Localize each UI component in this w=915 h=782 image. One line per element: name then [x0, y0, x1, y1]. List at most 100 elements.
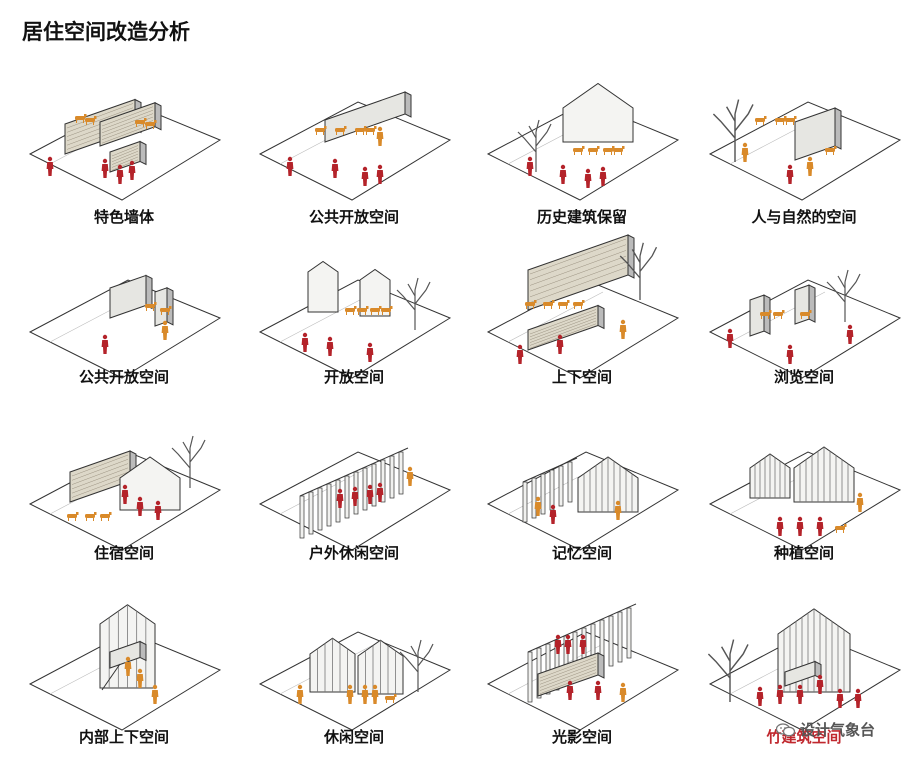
person-figure — [331, 158, 339, 178]
animal-figure — [760, 310, 772, 319]
watermark-text: 设计气象台 — [799, 721, 875, 739]
panel-caption: 住宿空间 — [93, 544, 154, 562]
animal-figure — [773, 310, 785, 319]
animal-figure — [385, 694, 397, 703]
axonometric-drawing — [486, 603, 680, 731]
wall-block — [794, 284, 816, 325]
axonometric-drawing — [708, 446, 902, 551]
panel-caption: 浏览空间 — [773, 368, 834, 386]
house-frame — [793, 446, 855, 503]
panel-plant: 种植空间 — [690, 412, 915, 602]
animal-figure — [365, 126, 377, 135]
axonometric-drawing — [28, 274, 222, 379]
tree-icon — [517, 119, 552, 172]
axonometric-drawing — [486, 82, 680, 201]
person-figure — [534, 496, 542, 516]
wall-block — [784, 660, 822, 687]
wall-block — [527, 304, 605, 351]
panel-caption: 户外休闲空间 — [308, 544, 399, 562]
wall-block — [537, 652, 605, 697]
axonometric-drawing — [708, 99, 902, 201]
animal-figure — [100, 512, 112, 521]
axonometric-drawing — [28, 435, 222, 551]
panel-caption: 内部上下空间 — [78, 728, 169, 746]
axonometric-drawing — [708, 269, 902, 379]
panel-caption: 公共开放空间 — [308, 208, 399, 226]
person-figure — [846, 324, 854, 344]
animal-figure — [835, 524, 847, 533]
panel-caption: 历史建筑保留 — [536, 208, 627, 226]
person-figure — [371, 684, 379, 704]
person-figure — [796, 684, 804, 704]
animal-figure — [135, 118, 147, 127]
animal-figure — [785, 116, 797, 125]
person-figure — [136, 668, 144, 688]
person-figure — [116, 164, 124, 184]
animal-figure — [85, 512, 97, 521]
person-figure — [128, 160, 136, 180]
panel-stone-house: 住宿空间 — [10, 412, 238, 602]
animal-figure — [145, 302, 157, 311]
wall-block — [99, 101, 162, 147]
panel-caption: 休闲空间 — [323, 728, 384, 746]
tree-icon — [171, 435, 206, 488]
axonometric-drawing — [28, 604, 222, 731]
animal-figure — [588, 146, 600, 155]
tree-icon — [712, 99, 754, 162]
animal-figure — [67, 512, 79, 521]
tree-icon — [619, 242, 658, 300]
axonometric-drawing — [486, 451, 680, 551]
person-figure — [594, 680, 602, 700]
animal-figure — [335, 126, 347, 135]
person-figure — [776, 516, 784, 536]
animal-figure — [357, 306, 369, 315]
person-figure — [796, 516, 804, 536]
tree-icon — [707, 639, 749, 702]
panel-light: 光影空间 — [468, 592, 696, 782]
person-figure — [856, 492, 864, 512]
person-figure — [151, 684, 159, 704]
animal-figure — [355, 126, 367, 135]
page-title: 居住空间改造分析 — [22, 20, 190, 44]
person-figure — [619, 682, 627, 702]
animal-figure — [573, 146, 585, 155]
person-figure — [614, 500, 622, 520]
animal-figure — [381, 306, 393, 315]
wechat-icon — [775, 722, 796, 736]
person-figure — [726, 328, 734, 348]
person-figure — [336, 488, 344, 508]
wall-block — [109, 640, 147, 669]
person-figure — [406, 466, 414, 486]
person-figure — [786, 164, 794, 184]
axonometric-drawing — [486, 234, 680, 379]
house-frame — [307, 260, 339, 313]
person-figure — [286, 156, 294, 176]
panel-open-wall: 公共开放空间 — [240, 62, 468, 252]
panel-browse: 浏览空间 — [690, 240, 915, 430]
person-figure — [136, 496, 144, 516]
animal-figure — [755, 116, 767, 125]
animal-figure — [573, 300, 585, 309]
person-figure — [376, 164, 384, 184]
animal-figure — [345, 306, 357, 315]
panel-caption: 人与自然的空间 — [751, 208, 857, 226]
person-figure — [121, 484, 129, 504]
panel-stone-tree: 上下空间 — [468, 234, 696, 430]
house-frame — [577, 456, 639, 513]
house-frame — [359, 268, 391, 317]
panel-caption: 开放空间 — [323, 368, 384, 386]
person-figure — [376, 126, 384, 146]
panel-walls: 特色墙体 — [10, 62, 238, 252]
panel-caption: 特色墙体 — [93, 208, 154, 226]
animal-figure — [145, 120, 157, 129]
animal-figure — [160, 306, 172, 315]
person-figure — [366, 484, 374, 504]
house-frame — [749, 453, 791, 499]
person-figure — [776, 684, 784, 704]
panel-caption: 种植空间 — [773, 544, 834, 562]
axonometric-drawing — [258, 91, 452, 201]
axonometric-drawing — [258, 260, 452, 379]
animal-figure — [543, 300, 555, 309]
person-figure — [619, 319, 627, 339]
person-figure — [854, 688, 862, 708]
